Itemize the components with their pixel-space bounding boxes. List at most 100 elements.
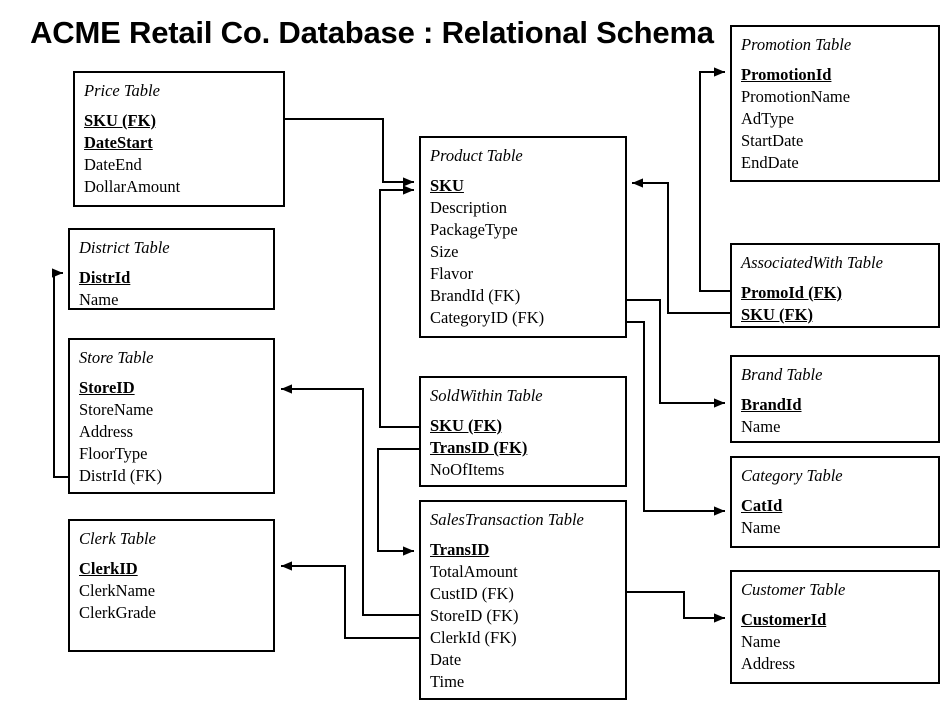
- field: DollarAmount: [84, 177, 181, 196]
- field: PackageType: [430, 220, 518, 239]
- field: StartDate: [741, 131, 804, 150]
- table-title: Price Table: [84, 81, 160, 100]
- field: Size: [430, 242, 459, 261]
- field-list: PromoId (FK) SKU (FK): [741, 282, 938, 326]
- connector-store-distr-to-district: [52, 268, 68, 478]
- arrowhead: [281, 384, 292, 394]
- table-title: Category Table: [741, 466, 843, 485]
- table-title: Store Table: [79, 348, 154, 367]
- table-title: Customer Table: [741, 580, 846, 599]
- arrowhead: [52, 268, 63, 278]
- field: Flavor: [430, 264, 474, 283]
- field: Name: [741, 417, 781, 436]
- arrowhead: [714, 398, 725, 408]
- connector-salestransaction-cust-to-customer: [627, 591, 725, 623]
- field: Address: [79, 422, 134, 441]
- key-field: TransID: [430, 540, 490, 559]
- key-field: SKU (FK): [430, 416, 502, 435]
- field: ClerkGrade: [79, 603, 156, 622]
- field: TotalAmount: [430, 562, 518, 581]
- arrowhead: [714, 506, 725, 516]
- arrowhead: [403, 185, 414, 195]
- key-field: StoreID: [79, 378, 135, 397]
- key-field: BrandId: [741, 395, 802, 414]
- field: ClerkId (FK): [430, 628, 517, 647]
- key-field: PromoId (FK): [741, 283, 842, 302]
- connector-price-sku-to-product: [285, 118, 414, 187]
- arrowhead: [714, 67, 725, 77]
- key-field: SKU (FK): [84, 111, 156, 130]
- connector-salestransaction-store-to-store: [281, 384, 419, 616]
- key-field: DistrId: [79, 268, 131, 287]
- field: NoOfItems: [430, 460, 505, 479]
- field: CustID (FK): [430, 584, 514, 603]
- field: EndDate: [741, 153, 799, 172]
- table-title: District Table: [79, 238, 170, 257]
- key-field: ClerkID: [79, 559, 138, 578]
- table-title: Clerk Table: [79, 529, 156, 548]
- arrowhead: [281, 561, 292, 571]
- connector-soldwithin-sku-to-product: [379, 185, 419, 428]
- key-field: CustomerId: [741, 610, 827, 629]
- field: FloorType: [79, 444, 148, 463]
- key-field: PromotionId: [741, 65, 832, 84]
- table-title: Product Table: [430, 146, 523, 165]
- table-title: Promotion Table: [741, 35, 852, 54]
- arrowhead: [403, 546, 414, 556]
- table-title: Brand Table: [741, 365, 823, 384]
- field: AdType: [741, 109, 794, 128]
- connector-product-brand-to-brand: [627, 299, 725, 408]
- key-field: SKU (FK): [741, 305, 813, 324]
- key-field: SKU: [430, 176, 464, 195]
- field: Name: [741, 518, 781, 537]
- connector-product-category-to-category: [627, 321, 725, 516]
- key-field: CatId: [741, 496, 783, 515]
- table-title: AssociatedWith Table: [741, 253, 883, 272]
- field: Address: [741, 654, 796, 673]
- key-field: TransID (FK): [430, 438, 528, 457]
- connector-associatedwith-promo-to-promotion: [699, 67, 730, 292]
- field: Name: [741, 632, 781, 651]
- arrowhead: [403, 177, 414, 187]
- field: BrandId (FK): [430, 286, 521, 305]
- arrowhead: [632, 178, 643, 188]
- field: StoreID (FK): [430, 606, 519, 625]
- field: Time: [430, 672, 465, 691]
- field: CategoryID (FK): [430, 308, 545, 327]
- page-title: ACME Retail Co. Database : Relational Sc…: [30, 15, 714, 50]
- field: DateEnd: [84, 155, 142, 174]
- field: PromotionName: [741, 87, 851, 106]
- field: ClerkName: [79, 581, 156, 600]
- connector-associatedwith-sku-to-product: [632, 178, 730, 314]
- field: StoreName: [79, 400, 154, 419]
- connector-salestransaction-clerk-to-clerk: [281, 561, 419, 639]
- field-list: SKU (FK) TransID (FK) NoOfItems: [430, 415, 625, 481]
- field: Name: [79, 290, 119, 309]
- field: DistrId (FK): [79, 466, 162, 485]
- key-field: DateStart: [84, 133, 153, 152]
- field: Description: [430, 198, 507, 217]
- field: Date: [430, 650, 462, 669]
- table-title: SoldWithin Table: [430, 386, 543, 405]
